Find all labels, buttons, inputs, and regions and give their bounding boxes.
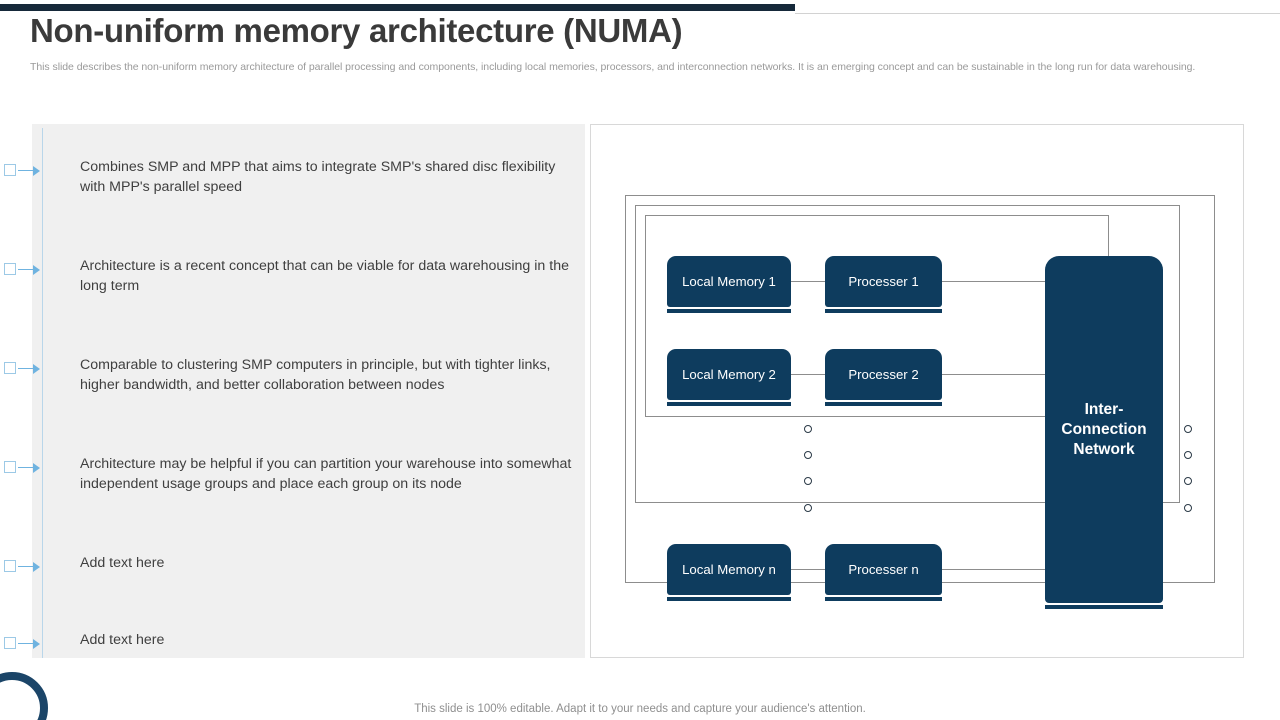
list-item-text: Combines SMP and MPP that aims to integr… bbox=[80, 159, 556, 195]
ellipsis-dot bbox=[804, 504, 812, 512]
bullet-arrow-line-icon bbox=[18, 642, 34, 644]
bullet-arrow-icon bbox=[4, 558, 48, 574]
bullet-arrow-head-icon bbox=[33, 462, 40, 473]
bullet-square-icon bbox=[4, 362, 16, 374]
bullet-arrow-line-icon bbox=[18, 268, 34, 270]
bullet-arrow-head-icon bbox=[33, 264, 40, 275]
footer-note: This slide is 100% editable. Adapt it to… bbox=[414, 703, 866, 715]
bullet-arrow-icon bbox=[4, 635, 48, 651]
ellipsis-dot bbox=[804, 477, 812, 485]
list-item-text: Add text here bbox=[80, 632, 165, 648]
bullet-square-icon bbox=[4, 164, 16, 176]
ellipsis-dot bbox=[1184, 425, 1192, 433]
node-base-local-memory-n bbox=[667, 595, 791, 601]
bullet-arrow-icon bbox=[4, 261, 48, 277]
bullet-arrow-line-icon bbox=[18, 367, 34, 369]
node-label: Local Memory 1 bbox=[682, 274, 776, 289]
bullet-square-icon bbox=[4, 461, 16, 473]
ellipsis-dot bbox=[1184, 477, 1192, 485]
ellipsis-dot bbox=[804, 451, 812, 459]
page-title: Non-uniform memory architecture (NUMA) bbox=[30, 12, 683, 49]
node-processor-n[interactable]: Processer n bbox=[825, 544, 942, 595]
top-divider-line bbox=[795, 13, 1280, 14]
node-label: Inter- Connection Network bbox=[1061, 400, 1147, 458]
bullet-arrow-head-icon bbox=[33, 638, 40, 649]
connector-processor2-to-network bbox=[942, 374, 1045, 375]
list-item-text: Comparable to clustering SMP computers i… bbox=[80, 357, 551, 393]
bullet-square-icon bbox=[4, 560, 16, 572]
ellipsis-dot bbox=[1184, 504, 1192, 512]
timeline-connector-line bbox=[42, 128, 43, 658]
bullet-arrow-line-icon bbox=[18, 565, 34, 567]
node-interconnection-network[interactable]: Inter- Connection Network bbox=[1045, 256, 1163, 603]
node-base-local-memory-1 bbox=[667, 307, 791, 313]
connector-memory2-to-processor2 bbox=[791, 374, 825, 375]
bullet-list-panel bbox=[32, 124, 585, 658]
node-base-processor-1 bbox=[825, 307, 942, 313]
node-local-memory-n[interactable]: Local Memory n bbox=[667, 544, 791, 595]
architecture-diagram-panel: Local Memory 1 Local Memory 2 Local Memo… bbox=[590, 124, 1244, 658]
list-item-text: Add text here bbox=[80, 555, 165, 571]
node-label: Processer 2 bbox=[848, 367, 919, 382]
node-base-processor-2 bbox=[825, 400, 942, 406]
node-label: Processer 1 bbox=[848, 274, 919, 289]
connector-memory1-to-processor1 bbox=[791, 281, 825, 282]
bullet-square-icon bbox=[4, 263, 16, 275]
node-local-memory-2[interactable]: Local Memory 2 bbox=[667, 349, 791, 400]
bullet-arrow-head-icon bbox=[33, 363, 40, 374]
bullet-arrow-icon bbox=[4, 360, 48, 376]
bullet-square-icon bbox=[4, 637, 16, 649]
connector-memoryn-to-processorn bbox=[791, 569, 825, 570]
node-group-frame-middle bbox=[635, 205, 1180, 503]
bullet-arrow-line-icon bbox=[18, 466, 34, 468]
bullet-arrow-head-icon bbox=[33, 165, 40, 176]
connector-processor1-to-network bbox=[942, 281, 1045, 282]
page-subtitle: This slide describes the non-uniform mem… bbox=[30, 61, 1196, 73]
node-label: Processer n bbox=[848, 562, 919, 577]
node-base-interconnection-network bbox=[1045, 603, 1163, 609]
bullet-arrow-icon bbox=[4, 162, 48, 178]
node-label: Local Memory n bbox=[682, 562, 776, 577]
node-local-memory-1[interactable]: Local Memory 1 bbox=[667, 256, 791, 307]
bullet-arrow-icon bbox=[4, 459, 48, 475]
decorative-ring bbox=[0, 672, 48, 720]
node-base-processor-n bbox=[825, 595, 942, 601]
node-processor-1[interactable]: Processer 1 bbox=[825, 256, 942, 307]
connector-processorn-to-network bbox=[942, 569, 1045, 570]
list-item-text: Architecture may be helpful if you can p… bbox=[80, 456, 572, 492]
node-base-local-memory-2 bbox=[667, 400, 791, 406]
bullet-arrow-line-icon bbox=[18, 169, 34, 171]
top-accent-bar bbox=[0, 4, 795, 11]
node-label: Local Memory 2 bbox=[682, 367, 776, 382]
ellipsis-dot bbox=[1184, 451, 1192, 459]
bullet-arrow-head-icon bbox=[33, 561, 40, 572]
ellipsis-dot bbox=[804, 425, 812, 433]
list-item-text: Architecture is a recent concept that ca… bbox=[80, 258, 569, 294]
node-processor-2[interactable]: Processer 2 bbox=[825, 349, 942, 400]
